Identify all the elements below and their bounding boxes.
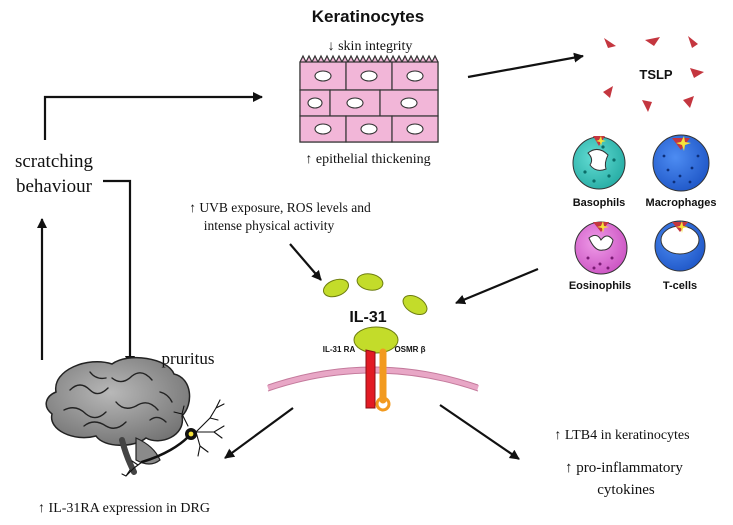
tcell-cell	[654, 220, 706, 272]
il31-label: IL-31	[349, 309, 386, 326]
il31-ra-label: IL-31 RA	[323, 345, 356, 354]
brain-illustration	[45, 356, 191, 475]
macrophage-cell	[652, 134, 710, 192]
arrow-triggers-to-il31	[289, 243, 322, 281]
pro-inflammatory-label-line2: cytokines	[597, 482, 655, 498]
neuron-illustration	[121, 399, 225, 477]
arrow-il31-to-brain	[224, 407, 294, 459]
arrow-il31-to-effects	[439, 404, 520, 460]
eosinophils-label: Eosinophils	[569, 280, 631, 292]
triggers-line2: intense physical activity	[204, 218, 335, 233]
tslp-molecules	[603, 36, 704, 112]
scratching-behaviour-line2: behaviour	[16, 176, 93, 197]
keratinocytes-title: Keratinocytes	[312, 7, 424, 26]
macrophages-label: Macrophages	[646, 197, 717, 209]
tslp-label: TSLP	[639, 67, 673, 82]
skin-integrity-label: ↓ skin integrity	[328, 39, 413, 54]
triggers-line1: ↑ UVB exposure, ROS levels and	[189, 200, 371, 215]
eosinophil-cell	[574, 221, 628, 275]
osmr-beta-label: OSMR β	[394, 345, 425, 354]
arrow-scratching-to-brain	[103, 179, 135, 366]
pruritus-label: pruritus	[162, 349, 215, 368]
arrow-keratinocytes-to-tslp	[467, 52, 584, 79]
arrow-immune-to-il31	[455, 267, 539, 305]
il31-molecules	[322, 273, 428, 315]
keratinocyte-layer	[299, 54, 439, 143]
basophil-cell	[572, 136, 626, 190]
tcells-label: T-cells	[663, 280, 697, 292]
epithelial-thickening-label: ↑ epithelial thickening	[305, 152, 430, 167]
ltb4-label: ↑ LTB4 in keratinocytes	[554, 428, 689, 443]
scratching-behaviour-line1: scratching	[15, 151, 94, 172]
basophils-label: Basophils	[573, 197, 626, 209]
drg-expression-label: ↑ IL-31RA expression in DRG	[38, 501, 210, 516]
pathway-arrows	[37, 52, 584, 460]
pro-inflammatory-label-line1: ↑ pro-inflammatory	[565, 460, 683, 476]
neuron-nucleus	[188, 431, 194, 437]
il31-receptor-complex	[353, 326, 399, 412]
arrow-scratching-to-keratinocytes	[43, 92, 263, 140]
